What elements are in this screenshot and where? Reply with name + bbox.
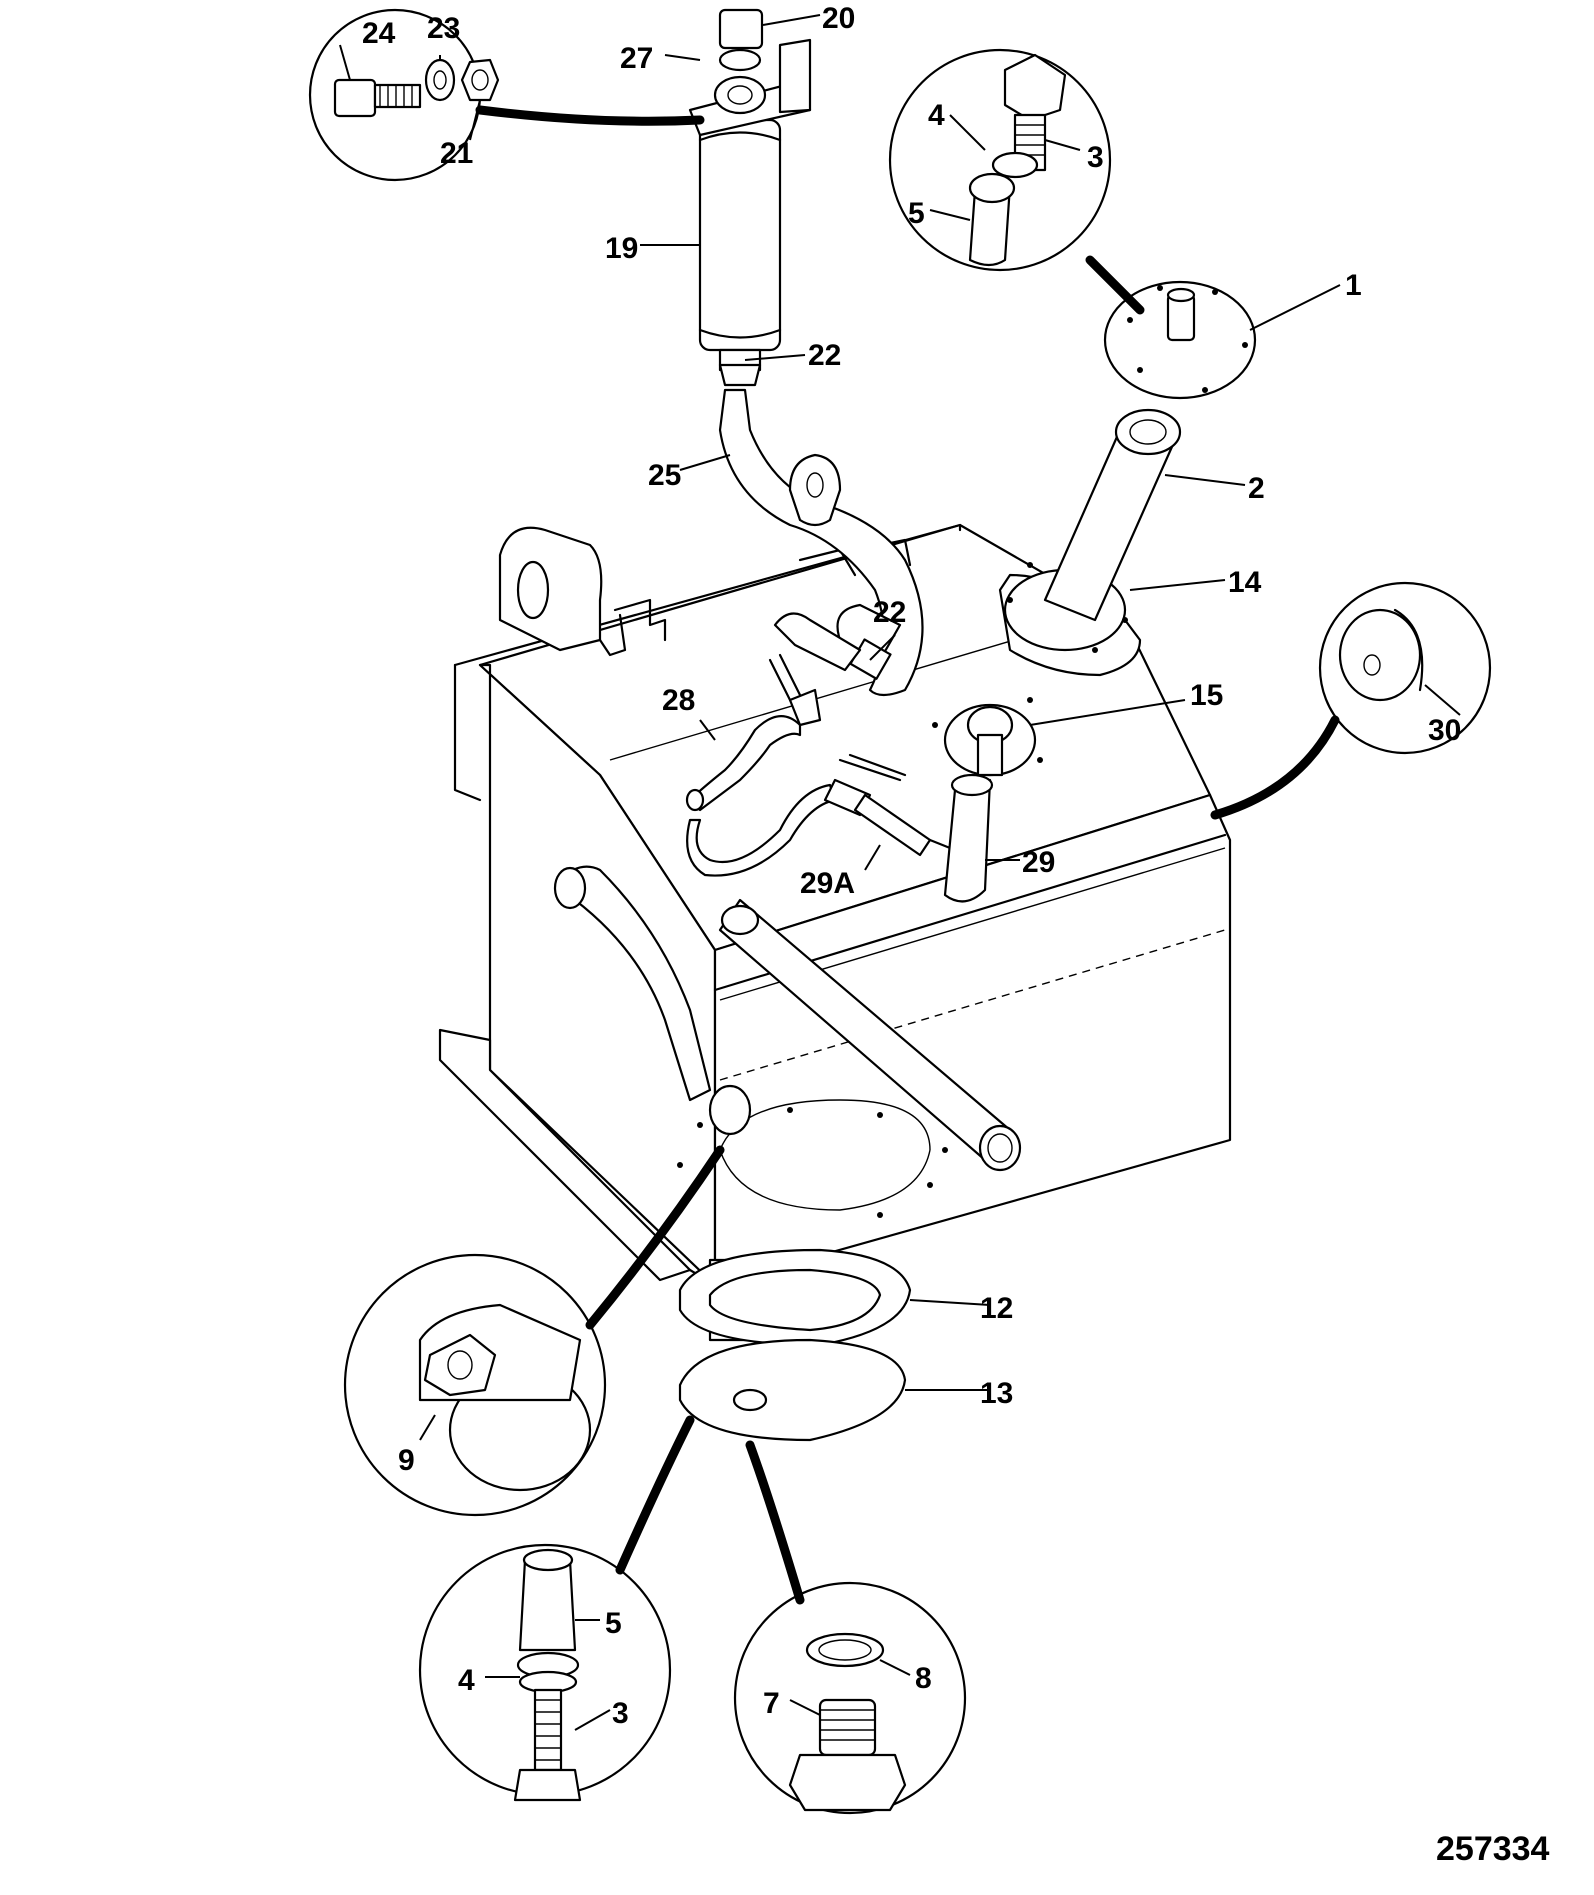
- label-5-top: 5: [908, 197, 925, 230]
- drawing-number: 257334: [1436, 1830, 1550, 1868]
- label-3-bottom: 3: [612, 1697, 629, 1730]
- label-21: 21: [440, 137, 473, 170]
- label-2: 2: [1248, 472, 1265, 505]
- callout-circle-fasteners: [308, 8, 705, 182]
- leader-lines: [339, 14, 1461, 1731]
- filter-assembly: [688, 8, 812, 387]
- internal-pipe: [718, 898, 1022, 1172]
- label-14: 14: [1228, 566, 1262, 599]
- lifting-bracket: [498, 526, 627, 657]
- hose-25: [718, 388, 924, 697]
- hose-28: [685, 653, 822, 812]
- breather-15: [932, 697, 1043, 777]
- label-12: 12: [980, 1292, 1013, 1325]
- part-labels: 20 27 19 22 25 1 2 14 22 15 28 29 29A 12…: [362, 2, 1550, 1868]
- filler-neck: [998, 408, 1182, 677]
- label-29a: 29A: [800, 867, 855, 900]
- callout-circle-9: [343, 1145, 725, 1517]
- label-24: 24: [362, 17, 396, 50]
- callout-circle-bolt: [418, 1415, 695, 1802]
- callout-circle-drain: [733, 1440, 967, 1815]
- label-20: 20: [822, 2, 855, 35]
- label-29: 29: [1022, 846, 1055, 879]
- label-30: 30: [1428, 714, 1461, 747]
- gasket-12: [678, 1248, 912, 1347]
- label-7: 7: [763, 1687, 780, 1720]
- label-4-bottom: 4: [458, 1664, 475, 1697]
- pipe-29: [943, 773, 994, 903]
- callout-circle-grommet: [1210, 581, 1492, 820]
- label-9: 9: [398, 1444, 415, 1477]
- label-8: 8: [915, 1662, 932, 1695]
- gasket-13: [678, 1338, 907, 1442]
- callout-circle-plug: [888, 48, 1145, 315]
- label-13: 13: [980, 1377, 1013, 1410]
- label-25: 25: [648, 459, 681, 492]
- label-22-lower: 22: [873, 596, 906, 629]
- label-4-top: 4: [928, 99, 945, 132]
- bottom-flange-opening: [677, 1099, 948, 1218]
- label-22-upper: 22: [808, 339, 841, 372]
- label-15: 15: [1190, 679, 1223, 712]
- label-23: 23: [427, 12, 460, 45]
- label-1: 1: [1345, 269, 1362, 302]
- label-3-top: 3: [1087, 141, 1104, 174]
- label-27: 27: [620, 42, 653, 75]
- label-5-bottom: 5: [605, 1607, 622, 1640]
- side-return-pipe: [553, 865, 752, 1136]
- label-28: 28: [662, 684, 695, 717]
- pipe-29a: [686, 753, 957, 877]
- label-19: 19: [605, 232, 638, 265]
